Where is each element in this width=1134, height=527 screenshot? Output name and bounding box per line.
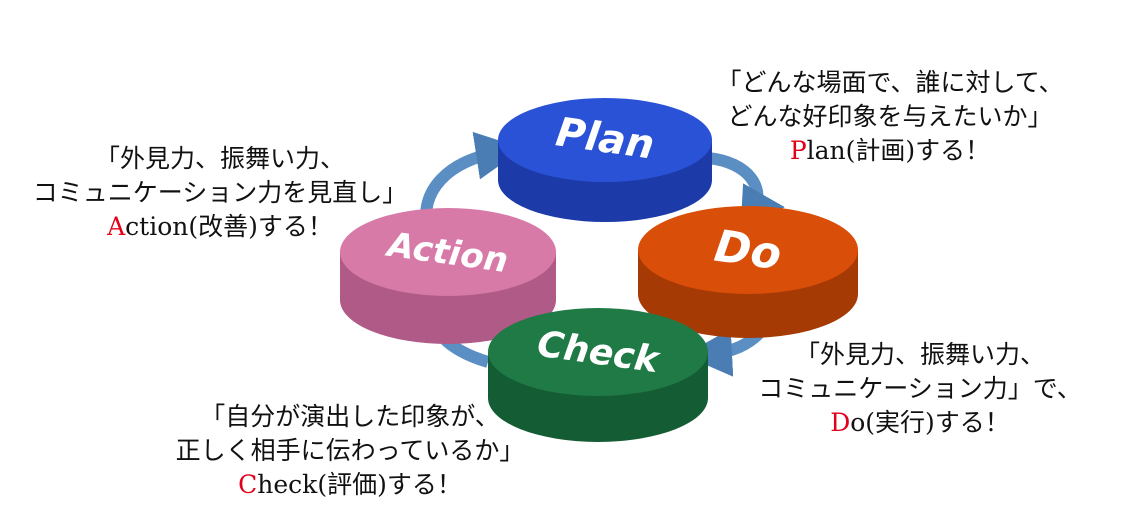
check-caption: 「自分が演出した印象が、 正しく相手に伝わっているか」 Check(評価)する！ [150, 400, 550, 502]
check-caption-rest: heck(評価)する！ [257, 470, 462, 499]
check-caption-initial: C [238, 470, 258, 499]
plan-caption-line2: どんな好印象を与えたいか」 [727, 102, 1053, 131]
do-disk: Do [638, 206, 858, 338]
action-caption-line2: コミュニケーション力を見直し」 [32, 178, 408, 207]
action-caption: 「外見力、振舞い力、 コミュニケーション力を見直し」 Action(改善)する！ [20, 142, 420, 244]
action-disk-top [340, 208, 556, 296]
do-caption-rest: o(実行)する！ [850, 408, 1010, 437]
plan-caption-initial: P [789, 136, 807, 165]
do-caption-initial: D [830, 408, 851, 437]
do-disk-label: Do [711, 221, 784, 281]
do-disk-top [638, 206, 858, 294]
do-caption-line3: Do(実行)する！ [720, 406, 1120, 440]
plan-caption: 「どんな場面で、誰に対して、 どんな好印象を与えたいか」 Plan(計画)する！ [690, 66, 1090, 168]
check-disk: Check [488, 308, 708, 442]
do-caption-line1: 「外見力、振舞い力、 [794, 340, 1045, 369]
do-caption-line2: コミュニケーション力」で、 [758, 374, 1082, 403]
do-caption: 「外見力、振舞い力、 コミュニケーション力」で、 Do(実行)する！ [720, 338, 1120, 440]
plan-caption-rest: lan(計画)する！ [806, 136, 991, 165]
check-caption-line1: 「自分が演出した印象が、 [200, 402, 500, 431]
action-caption-initial: A [107, 212, 126, 241]
plan-disk-top [498, 98, 712, 182]
action-caption-line3: Action(改善)する！ [20, 210, 420, 244]
check-caption-line2: 正しく相手に伝わっているか」 [175, 436, 525, 465]
action-caption-rest: ction(改善)する！ [125, 212, 333, 241]
plan-caption-line1: 「どんな場面で、誰に対して、 [716, 68, 1064, 97]
check-disk-top [488, 308, 708, 396]
action-caption-line1: 「外見力、振舞い力、 [94, 144, 345, 173]
plan-disk: Plan [498, 98, 712, 222]
check-caption-line3: Check(評価)する！ [150, 468, 550, 502]
plan-caption-line3: Plan(計画)する！ [690, 134, 1090, 168]
action-disk: Action [340, 208, 556, 344]
